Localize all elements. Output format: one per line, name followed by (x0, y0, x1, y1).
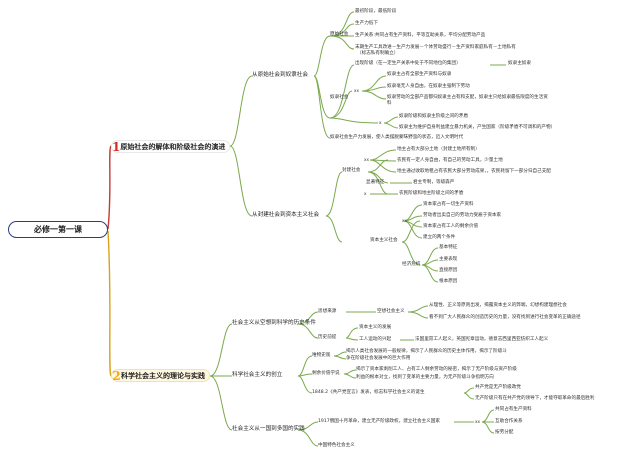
node-text[interactable]: 奴隶劳动的全部产品都归奴隶主占有和支配，奴隶主只给奴隶最低限度的生活资 (387, 95, 548, 100)
node-text[interactable]: 资本家占有工人的剩余价值 (423, 224, 479, 229)
node-historical-premise[interactable]: 历史前提 (318, 335, 337, 340)
node-text[interactable]: 生产关系:共同占有生产资料，平等互助关系，平均分配劳动产品 (355, 33, 486, 38)
node-text[interactable]: 1917俄国十月革命，建立无产阶级政权，建立社会主义国家 (318, 419, 440, 424)
node-text[interactable]: xx (354, 88, 359, 93)
connector-root-branch2 (107, 230, 112, 377)
node-text[interactable]: 建立的两个条件 (423, 235, 456, 240)
node-economic-crisis[interactable]: 经济危机 (402, 262, 421, 267)
node-text[interactable]: 奴隶主奴隶 (508, 61, 531, 66)
node-text[interactable]: 直接原因 (439, 268, 458, 273)
node-text[interactable]: 君主专制，等级森严 (413, 180, 455, 185)
node-text[interactable]: 奴隶主为维护自身利益建立暴力机关，产生国家（阶级矛盾不可调和的产物） (399, 125, 556, 130)
node-text[interactable]: 共产党是无产阶级政党 (475, 385, 521, 390)
node-text[interactable]: 利益的根本对立，找到了变革的主要力量，为无产阶级斗争指明方向 (356, 375, 494, 380)
node-text[interactable]: 揭示了资本家剥削工人、占有工人剩余劳动的秘密，揭示了无产阶级与资产阶级 (356, 367, 517, 372)
node-text[interactable]: 法国里昂工人起义，英国宪章运动，德意志西里西亚纺织工人起义 (415, 337, 549, 342)
node-historical-materialism[interactable]: 唯物史观 (312, 353, 331, 358)
node-text[interactable]: xx (364, 157, 369, 162)
node-text[interactable]: 基本特征 (439, 245, 458, 250)
node-text[interactable]: 劳动者出卖自己的劳动力受雇于资本家 (423, 213, 502, 218)
branch-1-label: 原始社会的解体和阶级社会的演进 (120, 142, 226, 151)
node-feudal-to-capitalist[interactable]: 从封建社会到资本主义社会 (252, 212, 320, 218)
node-founding-socialism[interactable]: 科学社会主义的创立 (232, 372, 283, 378)
node-ideological-source[interactable]: 思想来源 (318, 309, 337, 314)
node-surplus-value[interactable]: 剩余价值学说 (312, 371, 340, 376)
node-text[interactable]: 无产阶级只有在共产党的领导下，才能夺取革命的最后胜利 (475, 396, 595, 401)
node-text[interactable]: 出现阶级（在一定生产关系中处于不同地位的集团） (355, 61, 461, 66)
node-text[interactable]: x (364, 191, 367, 196)
node-primitive-to-slave[interactable]: 从原始社会到奴隶社会 (252, 72, 308, 78)
node-slave-society[interactable]: 奴隶社会 (330, 95, 349, 100)
node-text[interactable]: 资本家占有一切生产资料 (423, 202, 474, 207)
node-text[interactable]: （标志私有制确立） (357, 51, 399, 56)
node-historical-conditions[interactable]: 社会主义从空想到科学的历史条件 (232, 320, 316, 326)
node-text[interactable]: 工人运动的兴起 (359, 337, 392, 342)
branch-1-number: 1 (112, 139, 121, 154)
node-text[interactable]: 空想社会主义 (377, 309, 405, 314)
node-text[interactable]: 主要表现 (439, 257, 458, 262)
node-text[interactable]: 中国特色社会主义 (318, 443, 355, 448)
node-communist-manifesto[interactable]: 1848.2《共产党宣言》发表，标志科学社会主义的诞生 (312, 390, 425, 395)
branch-2[interactable]: 2 科学社会主义的理论与实践 (111, 368, 210, 383)
node-text[interactable]: 奴隶毫无人身自由，在奴隶主强制下劳动 (387, 84, 470, 89)
branch-1[interactable]: 1 原始社会的解体和阶级社会的演进 (111, 139, 230, 154)
node-text[interactable]: 生产力低下 (355, 21, 378, 26)
node-text[interactable]: 资本主义的发展 (359, 325, 392, 330)
node-primitive-society[interactable]: 原始社会 (330, 32, 349, 37)
node-text[interactable]: 农民有一定人身自由，有自己的劳动工具，少量土地 (397, 158, 503, 163)
node-text[interactable]: 争在阶级社会发展中的巨大作用 (346, 356, 411, 361)
node-text[interactable]: 从理性、正义等原则出发，揭露资本主义的弊端，幻想构建理想社会 (429, 303, 567, 308)
node-text[interactable]: 共同占有生产资料 (495, 407, 532, 412)
node-text[interactable]: x (379, 120, 382, 125)
node-text[interactable]: 揭示人类社会发展的一般规律，揭示了人民群众的历史主体作用，揭示了阶级斗 (346, 349, 507, 354)
node-text[interactable]: 奴隶阶级和奴隶主阶级之间的矛盾 (399, 114, 468, 119)
node-text[interactable]: 看不到广大人民群众的创造历史的力量，没有找到进行社会变革的正确途径 (429, 315, 581, 320)
branch-2-number: 2 (112, 368, 121, 383)
node-text[interactable]: 地主通过收取地租占有农民大部分劳动成果，，农民耗留下一部分归自己支配 (397, 169, 551, 174)
node-text[interactable]: 末期生产工具改进－生产力发展－个体劳动盛行－生产资料家庭私有－土地私有 (355, 45, 516, 50)
root-topic[interactable]: 必修一第一课 (8, 221, 108, 238)
node-practice[interactable]: 社会主义从一国到多国的实践 (232, 426, 305, 432)
node-text[interactable]: xx (402, 218, 407, 223)
node-text[interactable]: 奴隶主占有全部生产资料与奴隶 (387, 72, 452, 77)
node-capitalist-society[interactable]: 资本主义社会 (370, 238, 398, 243)
node-text[interactable]: 料 (387, 101, 392, 106)
branch-2-label: 科学社会主义的理论与实践 (121, 371, 205, 380)
node-text[interactable]: 根本原因 (439, 279, 458, 284)
node-text[interactable]: 农民阶级和地主阶级之间的矛盾 (399, 191, 464, 196)
node-text[interactable]: xx (475, 419, 480, 424)
node-feudal-society[interactable]: 封建社会 (342, 168, 361, 173)
node-text[interactable]: 地主占有大部分土地（封建土地所有制） (397, 147, 480, 152)
node-text[interactable]: 奴隶社会生产力发展，使人类摆脱蒙昧野蛮的状态，迈入文明时代 (330, 135, 464, 140)
node-text[interactable]: 互助合作关系 (495, 419, 523, 424)
node-text[interactable]: 最初阶段，最低阶段 (355, 9, 397, 14)
node-text[interactable]: 按劳分配 (495, 430, 514, 435)
node-text[interactable]: 显著特征 (366, 180, 385, 185)
connector-root-branch1 (107, 145, 112, 230)
